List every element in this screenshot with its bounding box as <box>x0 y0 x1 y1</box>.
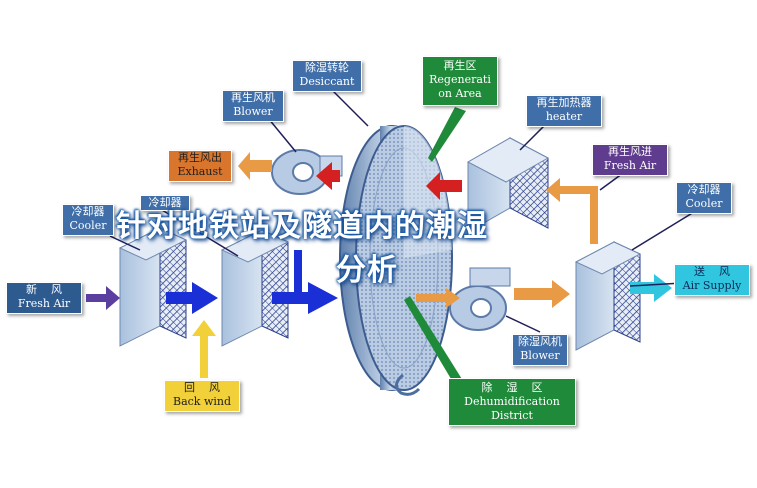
heater-label-en: heater <box>545 110 583 123</box>
exhaust-label-zh: 再生风出 <box>178 151 222 164</box>
cooler-right-label-zh: 冷却器 <box>687 183 721 196</box>
regeneration-label-zh: 再生区 <box>443 59 477 72</box>
dehum-blower-unit <box>449 267 511 331</box>
regeneration-label-en2: on Area <box>438 87 482 100</box>
dehum-district-label-en2: District <box>491 409 533 422</box>
regeneration-area-callout: 再生区 Regenerati on Area <box>422 56 498 106</box>
fresh-air-callout: 新 风 Fresh Air <box>6 282 82 314</box>
title-line-1: 针对地铁站及隧道内的潮湿 <box>116 209 488 244</box>
cooler-mid-callout: 冷却器 <box>140 195 190 211</box>
dehum-district-label-en1: Dehumidification <box>464 395 560 408</box>
cooler-left-label-zh: 冷却器 <box>71 205 105 218</box>
regen-blower-callout: 再生风机 Blower <box>222 90 284 122</box>
cooler-unit-mid <box>220 229 290 347</box>
dehum-district-callout: 除 湿 区 Dehumidification District <box>448 378 576 426</box>
dehumidification-pointer <box>404 296 470 394</box>
dehum-blower-label-en: Blower <box>520 349 560 362</box>
cooler-left-label-en: Cooler <box>69 219 107 232</box>
cooler-unit-right <box>574 241 642 351</box>
fresh-air-arrow <box>86 286 120 310</box>
dehum-flow-arrow-1 <box>416 288 460 308</box>
heater-callout: 再生加热器 heater <box>526 95 602 127</box>
flow-arrows <box>86 152 672 378</box>
dehum-blower-label-zh: 除湿风机 <box>518 335 562 348</box>
cooler-right-callout: 冷却器 Cooler <box>676 182 732 214</box>
red-flow-arrow-1 <box>316 162 340 190</box>
regen-fresh-air-callout: 再生风进 Fresh Air <box>592 144 668 176</box>
air-supply-label-zh: 送 风 <box>694 265 730 278</box>
regen-fresh-arrow <box>546 178 598 244</box>
regen-blower-label-zh: 再生风机 <box>231 91 275 104</box>
blue-flow-down <box>294 250 302 292</box>
air-supply-arrow <box>630 274 672 302</box>
regen-fresh-air-label-en: Fresh Air <box>603 159 657 172</box>
desiccant-wheel <box>339 125 453 396</box>
blue-flow-arrow-1 <box>166 282 218 314</box>
dehum-blower-callout: 除湿风机 Blower <box>512 334 568 366</box>
cooler-mid-label-zh: 冷却器 <box>148 196 182 209</box>
regeneration-label-en1: Regenerati <box>429 73 491 86</box>
leader-lines <box>109 83 701 333</box>
desiccant-label-zh: 除湿转轮 <box>305 61 349 74</box>
dehum-district-label-zh: 除 湿 区 <box>481 381 543 394</box>
back-wind-label-en: Back wind <box>172 395 232 408</box>
air-supply-callout: 送 风 Air Supply <box>674 264 750 296</box>
back-wind-arrow <box>192 320 216 378</box>
red-flow-arrow-2 <box>426 172 462 200</box>
cooler-unit-left <box>118 227 188 347</box>
desiccant-callout: 除湿转轮 Desiccant <box>292 60 362 92</box>
title-line-2: 分析 <box>336 253 398 288</box>
dehum-flow-arrow-2 <box>514 280 570 308</box>
air-supply-label-en: Air Supply <box>682 279 742 292</box>
fresh-air-label-en: Fresh Air <box>17 297 71 310</box>
exhaust-label-en: Exhaust <box>177 165 223 178</box>
page-title: 针对地铁站及隧道内的潮湿 分析 <box>116 205 656 293</box>
regen-fresh-air-label-zh: 再生风进 <box>608 145 652 158</box>
regeneration-pointer <box>428 107 466 162</box>
regen-blower-label-en: Blower <box>233 105 273 118</box>
back-wind-callout: 回 风 Back wind <box>164 380 240 412</box>
blue-flow-arrow-2 <box>272 282 338 314</box>
exhaust-callout: 再生风出 Exhaust <box>168 150 232 182</box>
heater-label-zh: 再生加热器 <box>536 96 592 109</box>
desiccant-label-en: Desiccant <box>299 75 355 88</box>
cooler-right-label-en: Cooler <box>685 197 723 210</box>
heater-unit <box>466 137 550 233</box>
exhaust-arrow <box>238 152 272 180</box>
back-wind-label-zh: 回 风 <box>184 381 220 394</box>
fresh-air-label-zh: 新 风 <box>26 283 62 296</box>
cooler-left-callout: 冷却器 Cooler <box>62 204 114 236</box>
